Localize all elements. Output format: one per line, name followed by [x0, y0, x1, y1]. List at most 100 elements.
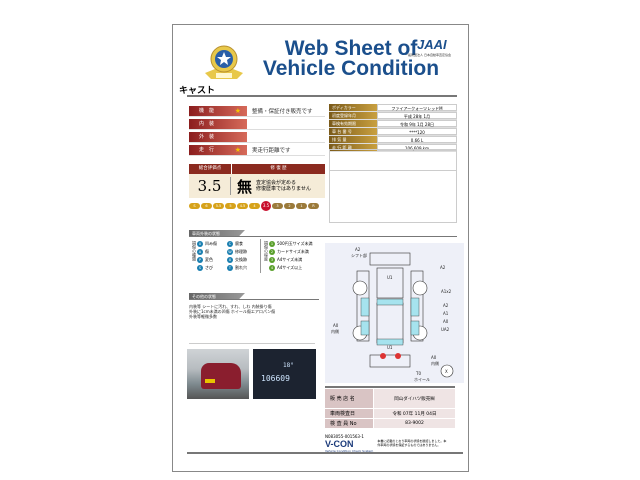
damage-code-icon: W [227, 249, 233, 255]
grade-scale-item: 4.5 [237, 203, 248, 209]
condition-row: 外 装 [189, 131, 325, 143]
vcon-brand: V-CON [325, 439, 354, 449]
other-header: その他の状態 [189, 293, 245, 300]
car-outline-diagram [352, 252, 454, 378]
spec-label: 走 行 距 離 [329, 144, 377, 151]
repair-mark: 無 [237, 177, 253, 196]
other-note-line: 外装に1cm未満の凹傷 ホイール傷エアロパン傷 [189, 309, 276, 314]
odometer-photo[interactable]: 18° 106609 [253, 349, 316, 399]
damage-type-label: さび [205, 265, 213, 270]
condition-row: 機 能 ★ 整備・保証付き販売です [189, 105, 325, 117]
dealer-row: 車両検査日令和 07年 11月 04日 [325, 409, 455, 419]
grade-scale-item: 5.5 [213, 203, 224, 209]
car-photo[interactable] [187, 349, 249, 399]
damage-type-label: 交換跡 [235, 257, 247, 262]
remarks-box [329, 149, 457, 223]
vcon-sub: Vehicle Condition Check System [325, 449, 374, 453]
damage-degree-label: カードサイズ未満 [277, 249, 309, 254]
condition-label-text: 機 能 [199, 108, 215, 114]
spec-value: ****120 [377, 128, 457, 135]
condition-label: 内 装 [189, 118, 247, 129]
degree-label: 損傷の程度 [264, 241, 269, 261]
grade-scale-item: 2 [284, 203, 295, 209]
grade-scale-item: R [308, 203, 319, 209]
other-note-line: 内装等 シートに汚れ、すれ、しわ 内装掛り傷 [189, 304, 272, 309]
spec-label: ボディカラー [329, 104, 377, 111]
divider [189, 343, 315, 344]
footer: N083055-001563-1 V-CON Vehicle Condition… [325, 434, 460, 453]
condition-label: 外 装 [189, 131, 247, 142]
condition-label: 機 能 ★ [189, 105, 247, 116]
damage-degree-label: A4サイズ未満 [277, 257, 303, 262]
grade-scale-item: S [189, 203, 200, 209]
degree-code-icon: 2 [269, 249, 275, 255]
divider [325, 386, 455, 388]
dealer-value: 83-9002 [374, 419, 455, 428]
type-label: 損傷の種類 [192, 241, 197, 261]
condition-row: 走 行★ 実走行距離です [189, 144, 325, 156]
grade-scale-item: 3.5 [261, 201, 271, 211]
spec-value: ファイアークォーツレッドM [377, 104, 457, 111]
sheet-code: N083055-001563-1 [325, 434, 364, 439]
org-name: 一般財団法人 日本自動車査定協会 [405, 53, 451, 57]
bottom-divider [187, 452, 463, 454]
spec-label: 排 気 量 [329, 136, 377, 143]
condition-label-text: 外 装 [199, 134, 215, 140]
grade-value: 3.5 [189, 177, 231, 195]
condition-label-text: 走 行 [199, 147, 215, 153]
star-icon: ★ [234, 106, 241, 115]
footer-note: 本書に記載のとおり車両の状態を確認しました。本件車両の状態を保証するものではあり… [377, 439, 447, 447]
damage-type-label: 変色 [205, 257, 213, 262]
spec-row: 初度登録年月平成 28年 1月 [329, 112, 457, 120]
spec-value: 106,609 km [377, 144, 457, 151]
damage-degree-label: A4サイズ以上 [277, 265, 303, 270]
dealer-label: 車両検査日 [325, 409, 373, 418]
dealer-value: 令和 07年 11月 04日 [374, 409, 455, 418]
condition-label: 走 行★ [189, 144, 247, 155]
damage-code-icon: A [197, 249, 203, 255]
condition-value: 実走行距離です [252, 147, 291, 154]
damage-type-label: 腐食 [235, 241, 243, 246]
divider [189, 236, 457, 237]
spec-value: 令和 9年 1月 28日 [377, 120, 457, 127]
remarks-divider [329, 170, 457, 223]
spec-label: 初度登録年月 [329, 112, 377, 119]
grade-scale-item: 1 [296, 203, 307, 209]
car-name: キャスト [179, 86, 216, 96]
grade-scale-item: 5 [225, 203, 236, 209]
spec-row: 車 台 番 号****120 [329, 128, 457, 136]
degree-code-icon: 1 [269, 241, 275, 247]
damage-type-label: 修理跡 [235, 249, 247, 254]
spec-row: ボディカラーファイアークォーツレッドM [329, 104, 457, 112]
degree-code-icon: 3 [269, 257, 275, 263]
condition-value: 整備・保証付き販売です [252, 108, 313, 115]
divider [187, 95, 457, 97]
damage-type-label: 割れ穴 [235, 265, 247, 270]
dealer-label: 検 査 員 No [325, 419, 373, 428]
dealer-label: 販 売 店 名 [325, 389, 373, 408]
spec-row: 車検有効期限令和 9年 1月 28日 [329, 120, 457, 128]
exterior-header: 車両外装の状態 [189, 230, 245, 237]
damage-degree-label: 500円玉サイズ未満 [277, 241, 313, 246]
grade-scale-item: 3 [272, 203, 283, 209]
jaai-logo: JAAI [417, 37, 447, 52]
damage-code-icon: C [227, 241, 233, 247]
degree-code-icon: 4 [269, 265, 275, 271]
grade-scale-item: 4 [249, 203, 260, 209]
divider [189, 299, 319, 300]
